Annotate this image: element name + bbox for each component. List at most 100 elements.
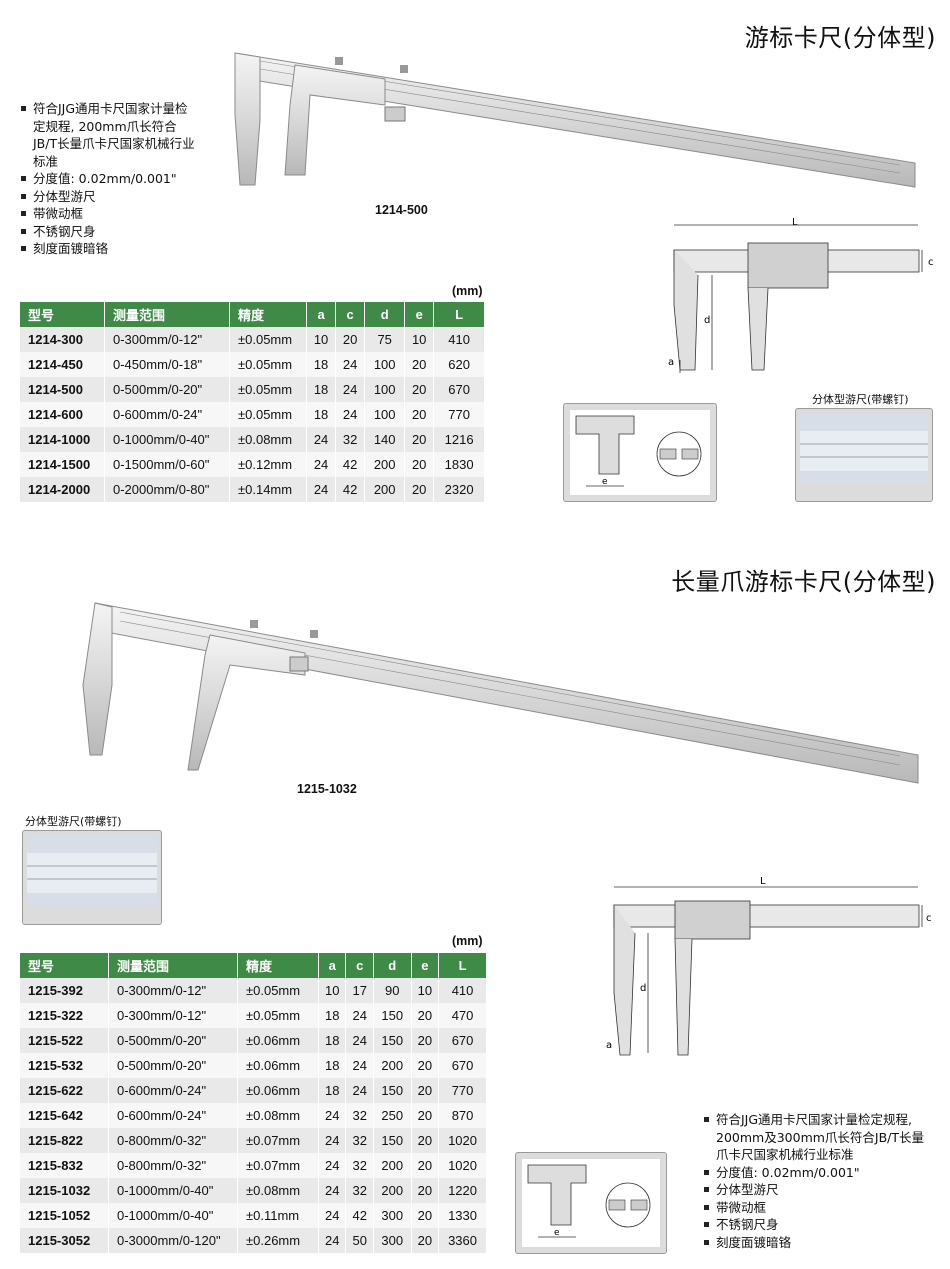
- table-cell: 20: [335, 327, 366, 352]
- table-cell: 20: [404, 352, 435, 377]
- table-cell: 20: [411, 1178, 440, 1203]
- caliper-photo-1215-1032: [82, 602, 919, 784]
- model-cell: 1215-3052: [20, 1228, 109, 1253]
- table-cell: 20: [411, 1153, 440, 1178]
- dim-label-L: L: [760, 876, 766, 887]
- jaw-detail-drawing: e: [570, 410, 710, 495]
- table-cell: 20: [404, 477, 435, 502]
- table-cell: 410: [438, 978, 487, 1003]
- table-cell: 20: [404, 427, 435, 452]
- dim-label-a: a: [606, 1040, 612, 1051]
- col-header: L: [438, 953, 487, 978]
- feature-item: 符合JJG通用卡尺国家计量检定规程, 200mm及300mm爪长符合JB/T长量…: [703, 1111, 935, 1164]
- table-cell: 1830: [433, 452, 485, 477]
- table-cell: 200: [364, 477, 406, 502]
- table-cell: 20: [404, 452, 435, 477]
- table-cell: ±0.05mm: [229, 402, 307, 427]
- section2-title: 长量爪游标卡尺(分体型): [671, 568, 936, 596]
- table-cell: 90: [373, 978, 412, 1003]
- table-cell: 0-2000mm/0-80": [104, 477, 230, 502]
- table-cell: 32: [345, 1178, 374, 1203]
- model-cell: 1215-532: [20, 1053, 109, 1078]
- table-cell: 0-300mm/0-12": [104, 327, 230, 352]
- table-cell: 20: [411, 1128, 440, 1153]
- table-cell: 670: [438, 1053, 487, 1078]
- table-cell: 32: [345, 1153, 374, 1178]
- table-cell: ±0.05mm: [229, 377, 307, 402]
- table-cell: 24: [345, 1003, 374, 1028]
- table-cell: 470: [438, 1003, 487, 1028]
- model-cell: 1214-300: [20, 327, 105, 352]
- table-cell: ±0.05mm: [229, 352, 307, 377]
- col-header: e: [404, 302, 435, 327]
- table-cell: ±0.08mm: [237, 1178, 319, 1203]
- table-cell: ±0.07mm: [237, 1153, 319, 1178]
- table-cell: 24: [318, 1178, 347, 1203]
- table-cell: 1216: [433, 427, 485, 452]
- table-cell: 24: [318, 1203, 347, 1228]
- table-cell: 0-500mm/0-20": [104, 377, 230, 402]
- table-cell: 150: [373, 1078, 412, 1103]
- table-cell: 0-800mm/0-32": [108, 1128, 238, 1153]
- table-cell: 0-600mm/0-24": [108, 1078, 238, 1103]
- table-cell: 24: [306, 427, 337, 452]
- col-header: e: [411, 953, 440, 978]
- table-cell: 20: [404, 402, 435, 427]
- table-cell: 20: [411, 1078, 440, 1103]
- table-cell: 0-800mm/0-32": [108, 1153, 238, 1178]
- dim-label-a: a: [668, 357, 674, 368]
- section1-title: 游标卡尺(分体型): [744, 24, 936, 52]
- col-header: d: [373, 953, 412, 978]
- table-cell: 770: [438, 1078, 487, 1103]
- model-cell: 1215-1032: [20, 1178, 109, 1203]
- table-cell: 140: [364, 427, 406, 452]
- model-cell: 1214-450: [20, 352, 105, 377]
- col-header: a: [318, 953, 347, 978]
- table-cell: ±0.08mm: [237, 1103, 319, 1128]
- table-cell: 3360: [438, 1228, 487, 1253]
- model-cell: 1214-600: [20, 402, 105, 427]
- table-cell: 75: [364, 327, 406, 352]
- table-cell: 20: [411, 1003, 440, 1028]
- table-cell: 20: [411, 1103, 440, 1128]
- table-cell: 100: [364, 352, 406, 377]
- table-cell: 0-1000mm/0-40": [104, 427, 230, 452]
- product-caption-1: 1214-500: [375, 203, 428, 217]
- vernier-detail-box-1: [795, 408, 933, 502]
- table-cell: 17: [345, 978, 374, 1003]
- table-cell: 32: [345, 1103, 374, 1128]
- table-cell: 200: [373, 1053, 412, 1078]
- table-cell: 20: [411, 1203, 440, 1228]
- col-header: 型号: [20, 953, 109, 978]
- table-cell: 0-300mm/0-12": [108, 1003, 238, 1028]
- jaw-detail-box-1: e: [563, 403, 717, 502]
- table-cell: 300: [373, 1228, 412, 1253]
- table-cell: 670: [438, 1028, 487, 1053]
- feature-item: 不锈钢尺身: [703, 1216, 935, 1234]
- model-cell: 1214-1000: [20, 427, 105, 452]
- feature-item: 分度值: 0.02mm/0.001": [20, 170, 200, 188]
- model-cell: 1214-2000: [20, 477, 105, 502]
- section2-feature-list: 符合JJG通用卡尺国家计量检定规程, 200mm及300mm爪长符合JB/T长量…: [703, 1111, 935, 1251]
- table-cell: ±0.11mm: [237, 1203, 319, 1228]
- jaw-detail-box-2: e: [515, 1152, 667, 1254]
- table-cell: 200: [373, 1153, 412, 1178]
- table-cell: 20: [411, 1028, 440, 1053]
- table-cell: 24: [335, 377, 366, 402]
- table-cell: 20: [411, 1228, 440, 1253]
- feature-item: 刻度面镀暗铬: [20, 240, 200, 258]
- vernier-detail-photo: [27, 836, 157, 906]
- table-cell: ±0.26mm: [237, 1228, 319, 1253]
- table-header-row: 型号 测量范围 精度 a c d e L: [20, 302, 485, 327]
- dim-label-e: e: [602, 477, 608, 487]
- feature-item: 分体型游尺: [20, 188, 200, 206]
- unit-label-1: (mm): [452, 284, 483, 298]
- dim-label-L: L: [792, 217, 798, 228]
